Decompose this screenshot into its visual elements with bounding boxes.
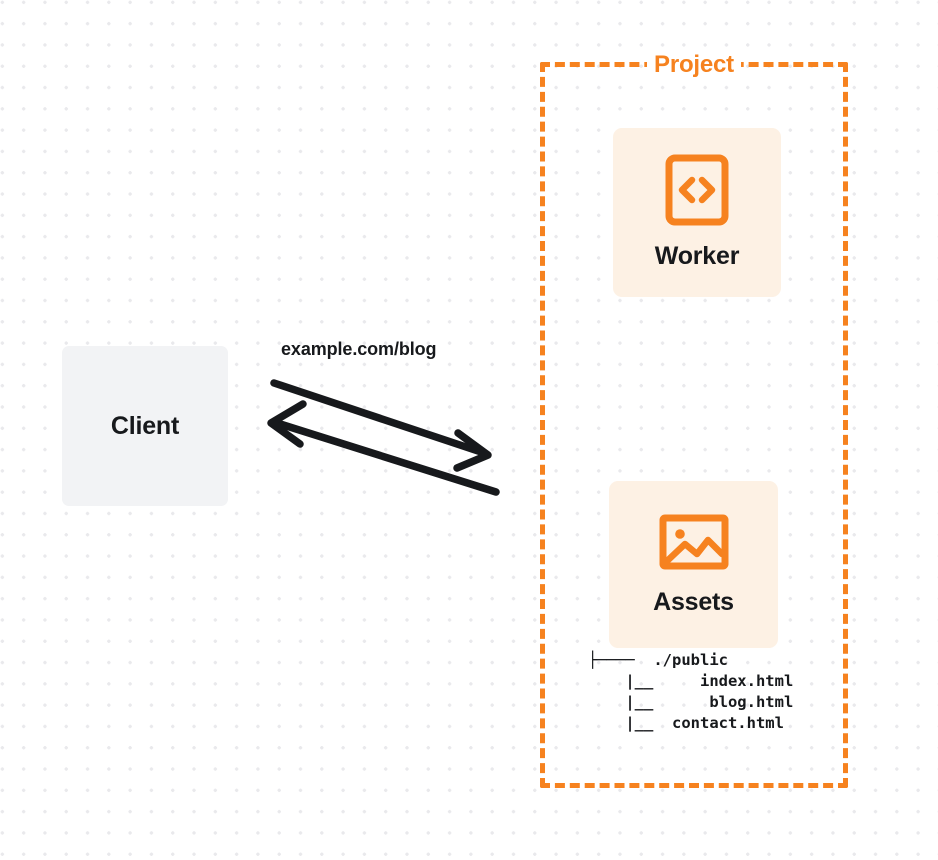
assets-label: Assets <box>653 588 734 616</box>
client-node[interactable]: Client <box>62 346 228 506</box>
assets-node[interactable]: Assets <box>609 481 778 648</box>
file-tree-line: |__ blog.html <box>588 693 794 711</box>
file-tree-line: |__ contact.html <box>588 714 784 732</box>
worker-node[interactable]: Worker <box>613 128 781 297</box>
client-label: Client <box>110 411 180 440</box>
image-picture-icon <box>659 514 728 570</box>
code-brackets-icon <box>665 154 729 226</box>
project-group-title: Project <box>647 51 741 79</box>
worker-label: Worker <box>654 242 740 270</box>
response-arrow <box>267 400 500 496</box>
connection-url-label: example.com/blog <box>281 339 437 359</box>
assets-file-tree: ├──── ./public |__ index.html |__ blog.h… <box>588 650 793 734</box>
file-tree-line: ├──── ./public <box>588 651 728 669</box>
request-arrow <box>270 379 492 472</box>
project-group-boundary: Project <box>540 51 848 788</box>
file-tree-line: |__ index.html <box>588 672 794 690</box>
